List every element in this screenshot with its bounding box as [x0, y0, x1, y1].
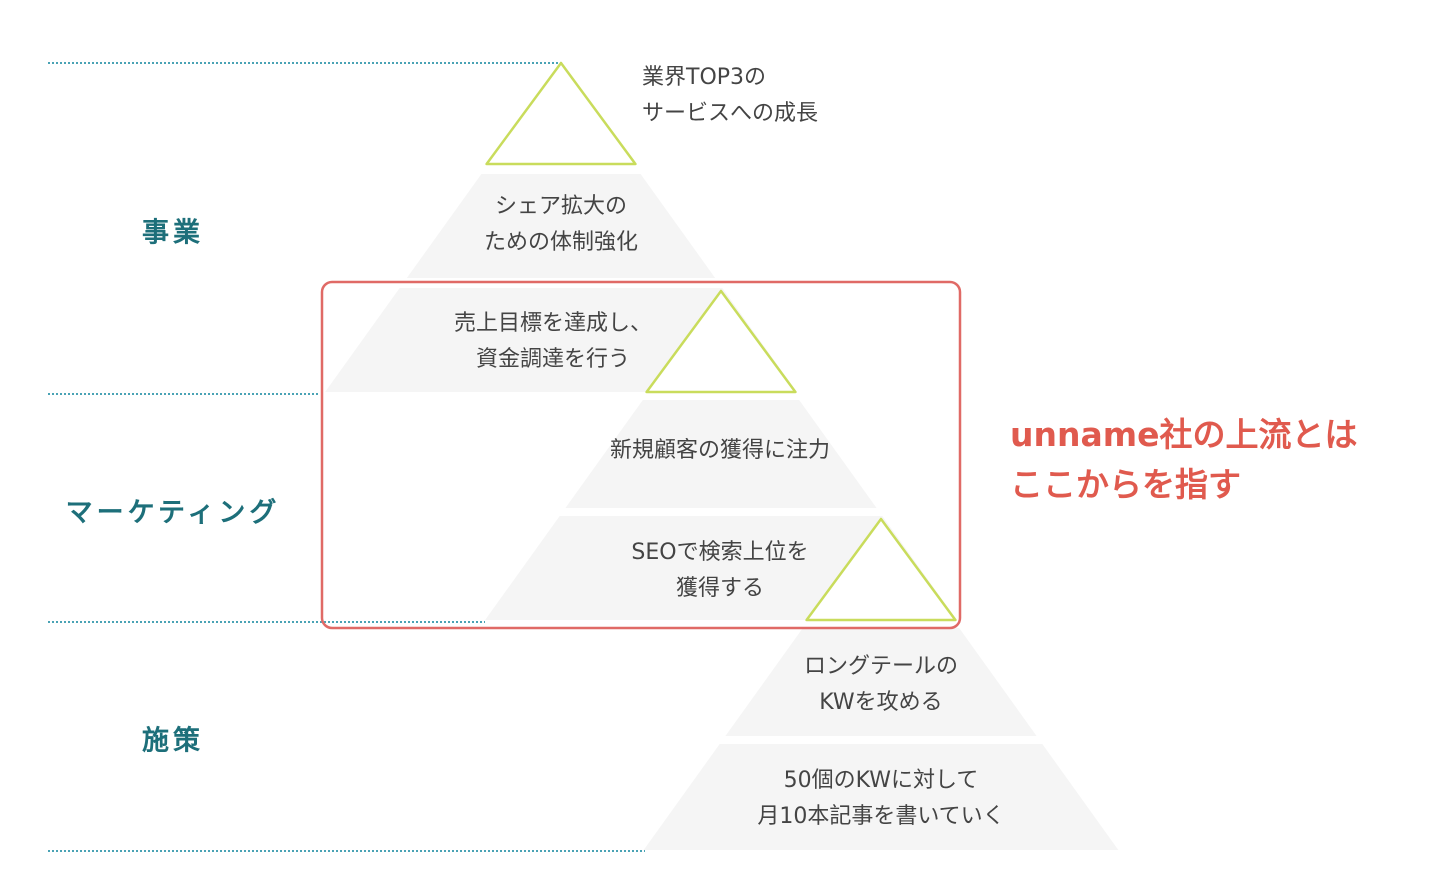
- callout-text: unname社の上流とは ここからを指す: [1010, 410, 1358, 510]
- band-label-line: 月10本記事を書いていく: [757, 804, 1005, 829]
- band-label: ロングテールの KWを攻める: [804, 649, 958, 721]
- band-label-line: シェア拡大の: [494, 194, 628, 219]
- apex-label-line: サービスへの成長: [642, 101, 819, 126]
- band-label-line: 新規顧客の獲得に注力: [609, 438, 831, 463]
- highlight-box: [320, 280, 962, 630]
- band-label-line: KWを攻める: [819, 690, 943, 715]
- callout-line: ここからを指す: [1010, 465, 1241, 504]
- apex-triangle: [805, 517, 957, 622]
- apex-label-line: 業界TOP3の: [642, 65, 767, 90]
- band-label-line: ための体制強化: [483, 230, 639, 255]
- band-label-line: 売上目標を達成し、: [453, 311, 653, 336]
- band-label: 50個のKWに対して 月10本記事を書いていく: [757, 763, 1004, 835]
- apex-triangle: [645, 289, 797, 394]
- callout-line: unname社の上流とは: [1010, 415, 1358, 454]
- category-measures: 施策: [142, 725, 204, 757]
- pyramid-band: [643, 744, 1119, 850]
- band-label: 新規顧客の獲得に注力: [610, 433, 830, 469]
- band-label-line: 50個のKWに対して: [783, 768, 979, 793]
- apex-triangle: [485, 61, 637, 166]
- pyramid-band: [565, 400, 877, 508]
- band-label-line: ロングテールの: [803, 654, 959, 679]
- pyramid-band: [406, 174, 716, 278]
- apex-label: 業界TOP3の サービスへの成長: [642, 60, 818, 132]
- category-business: 事業: [142, 217, 204, 249]
- pyramid-band: [725, 628, 1037, 736]
- category-marketing: マーケティング: [65, 497, 281, 529]
- band-label-line: 資金調達を行う: [475, 347, 631, 372]
- band-label-line: SEOで検索上位を: [631, 540, 809, 565]
- band-label: SEOで検索上位を 獲得する: [631, 535, 808, 607]
- band-label: シェア拡大の ための体制強化: [484, 189, 638, 261]
- band-label-line: 獲得する: [675, 576, 764, 601]
- band-label: 売上目標を達成し、 資金調達を行う: [454, 306, 652, 378]
